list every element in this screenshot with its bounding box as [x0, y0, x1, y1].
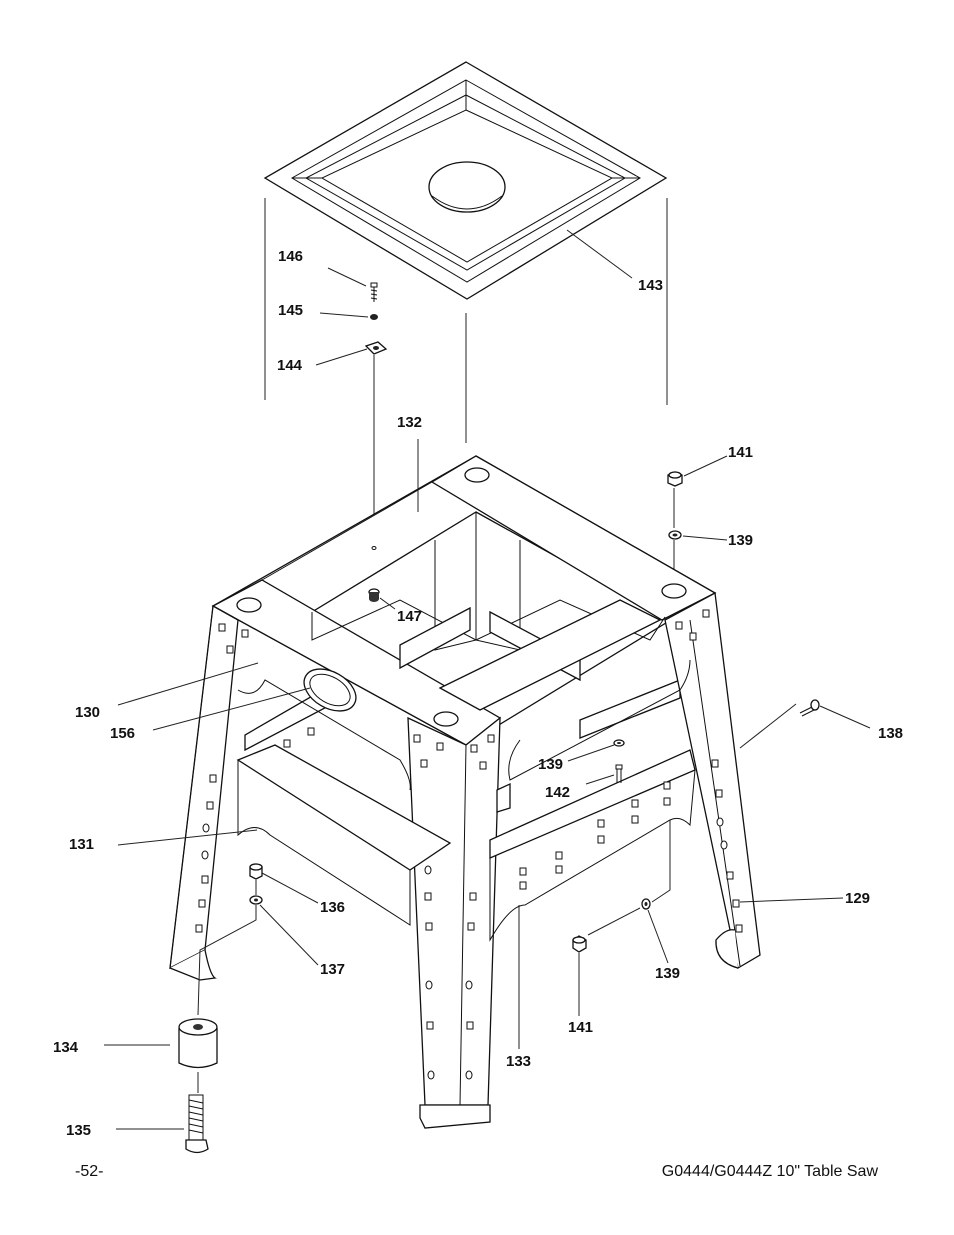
- stand-frame: [169, 455, 761, 1129]
- callout-135: 135: [66, 1122, 91, 1139]
- callout-139-top: 139: [728, 532, 753, 549]
- callout-133: 133: [506, 1053, 531, 1070]
- callout-136: 136: [320, 899, 345, 916]
- callout-147: 147: [397, 608, 422, 625]
- leg-perforations: [195, 609, 743, 1080]
- hardware-138-bolt: [799, 699, 820, 717]
- callout-143: 143: [638, 277, 663, 294]
- callout-142: 142: [545, 784, 570, 801]
- callout-134: 134: [53, 1039, 79, 1056]
- callout-141-bottom: 141: [568, 1019, 593, 1036]
- callout-137: 137: [320, 961, 345, 978]
- callout-145: 145: [278, 302, 303, 319]
- callout-156: 156: [110, 725, 135, 742]
- callout-141-top: 141: [728, 444, 753, 461]
- page-number: -52-: [75, 1163, 104, 1180]
- hardware-141-139-top: [667, 471, 683, 540]
- callout-139-bottom: 139: [655, 965, 680, 982]
- document-title: G0444/G0444Z 10" Table Saw: [661, 1163, 878, 1180]
- hardware-146-145-144: [364, 282, 388, 355]
- callout-131: 131: [69, 836, 94, 853]
- callout-138: 138: [878, 725, 903, 742]
- foot-134-bolt-135: [178, 1018, 218, 1154]
- callout-129: 129: [845, 890, 870, 907]
- hardware-147: [368, 588, 380, 602]
- dust-tray-143: [263, 61, 668, 300]
- hardware-136-137: [197, 863, 263, 1016]
- hardware-139-142: [613, 739, 625, 783]
- callout-146: 146: [278, 248, 303, 265]
- callout-139-mid: 139: [538, 756, 563, 773]
- leader-lines: [104, 229, 871, 1130]
- callout-labels: 143 146 145 144 132 141 139 147 130 156 …: [53, 248, 903, 1139]
- callout-144: 144: [277, 357, 303, 374]
- hardware-141-139-bottom: [572, 820, 671, 953]
- callout-132: 132: [397, 414, 422, 431]
- callout-130: 130: [75, 704, 100, 721]
